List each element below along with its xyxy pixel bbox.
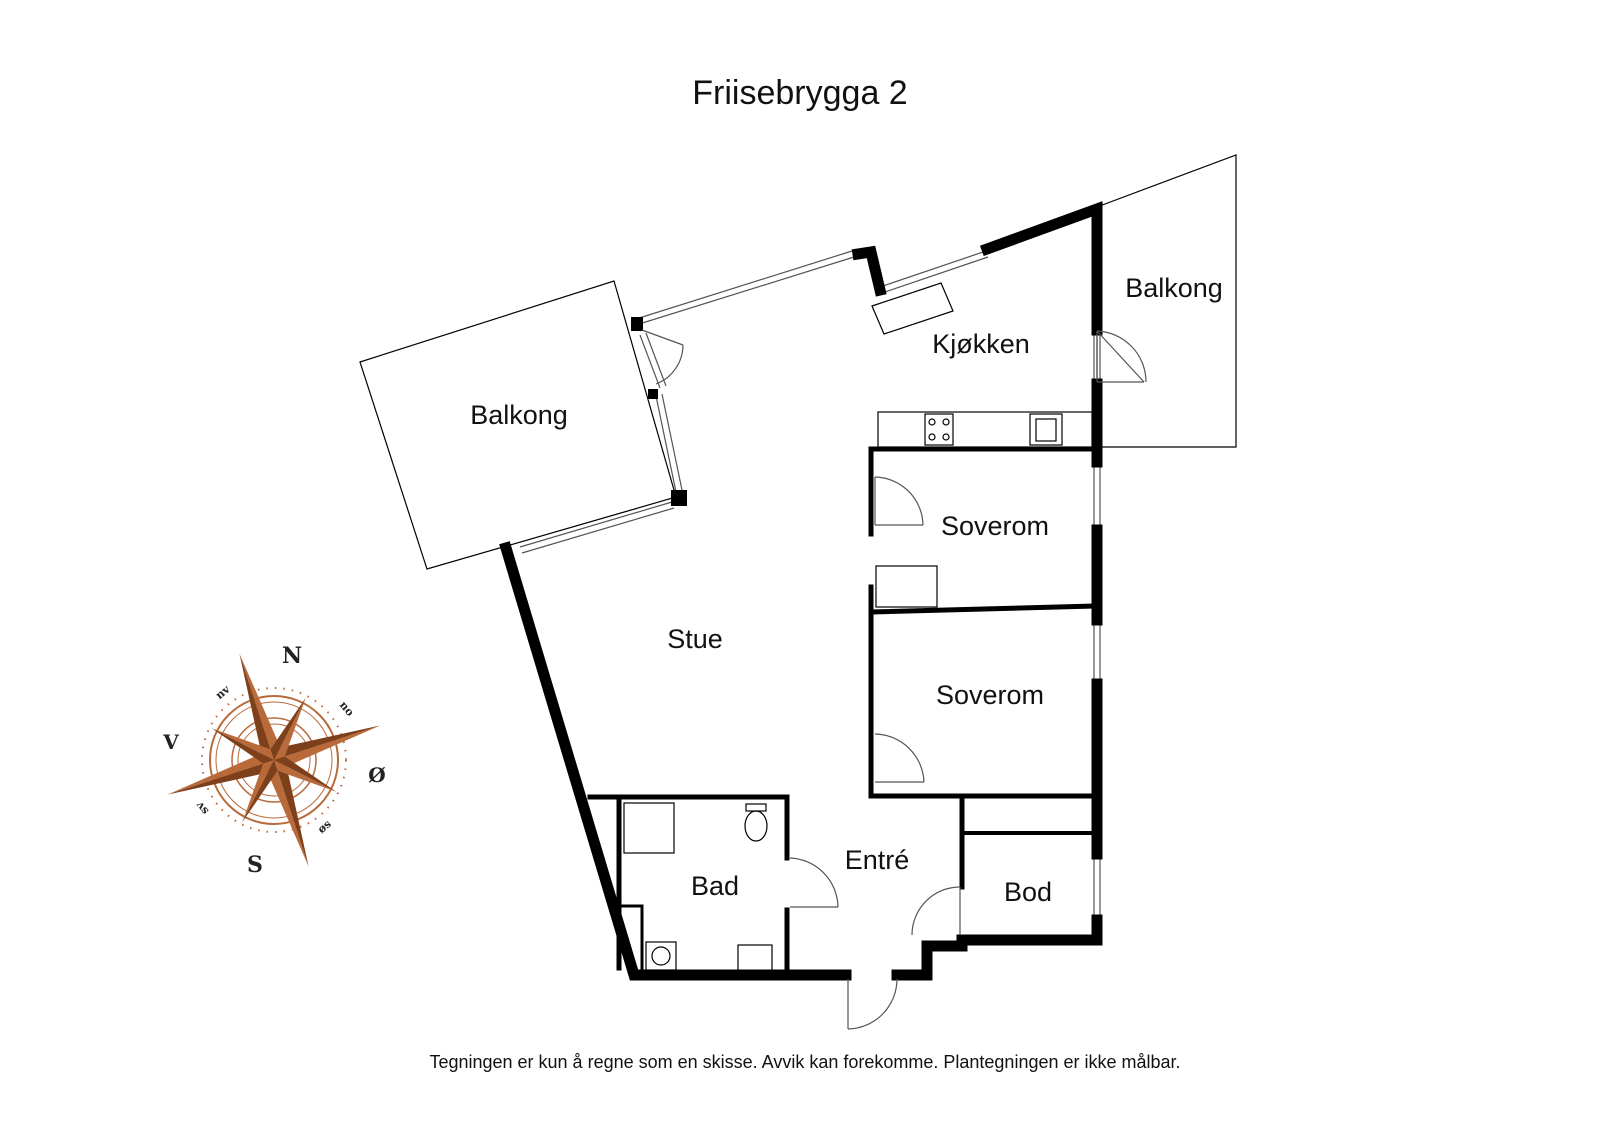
doors (641, 329, 1147, 1030)
compass-label-no: no (337, 699, 357, 719)
wardrobe (875, 565, 938, 608)
plan-title: Friisebrygga 2 (692, 74, 908, 112)
room-label-bad: Bad (691, 871, 739, 901)
north-windows (519, 250, 989, 554)
room-label-kjokken: Kjøkken (932, 329, 1030, 359)
interior-walls (587, 446, 1100, 978)
disclaimer-text: Tegningen er kun å regne som en skisse. … (429, 1052, 1181, 1072)
compass-label-o: Ø (368, 763, 385, 787)
kitchen-island (871, 282, 954, 335)
compass-label-s: S (247, 852, 263, 878)
room-label-entre: Entré (845, 845, 910, 875)
bathroom-fixtures (623, 802, 773, 973)
east-windows (1093, 330, 1101, 924)
room-label-soverom-2: Soverom (936, 680, 1044, 710)
compass-rose (167, 653, 381, 867)
compass-label-nv: nv (213, 682, 233, 702)
compass-label-n: N (282, 643, 302, 669)
room-label-balkong-west: Balkong (470, 400, 568, 430)
room-label-balkong-east: Balkong (1125, 273, 1223, 303)
compass-label-v: V (162, 730, 179, 754)
room-label-stue: Stue (667, 624, 723, 654)
room-label-soverom-1: Soverom (941, 511, 1049, 541)
kitchen-counter (877, 411, 1093, 448)
compass-label-sv: sv (193, 799, 211, 817)
compass-label-so: sø (315, 818, 334, 837)
room-label-bod: Bod (1004, 877, 1052, 907)
